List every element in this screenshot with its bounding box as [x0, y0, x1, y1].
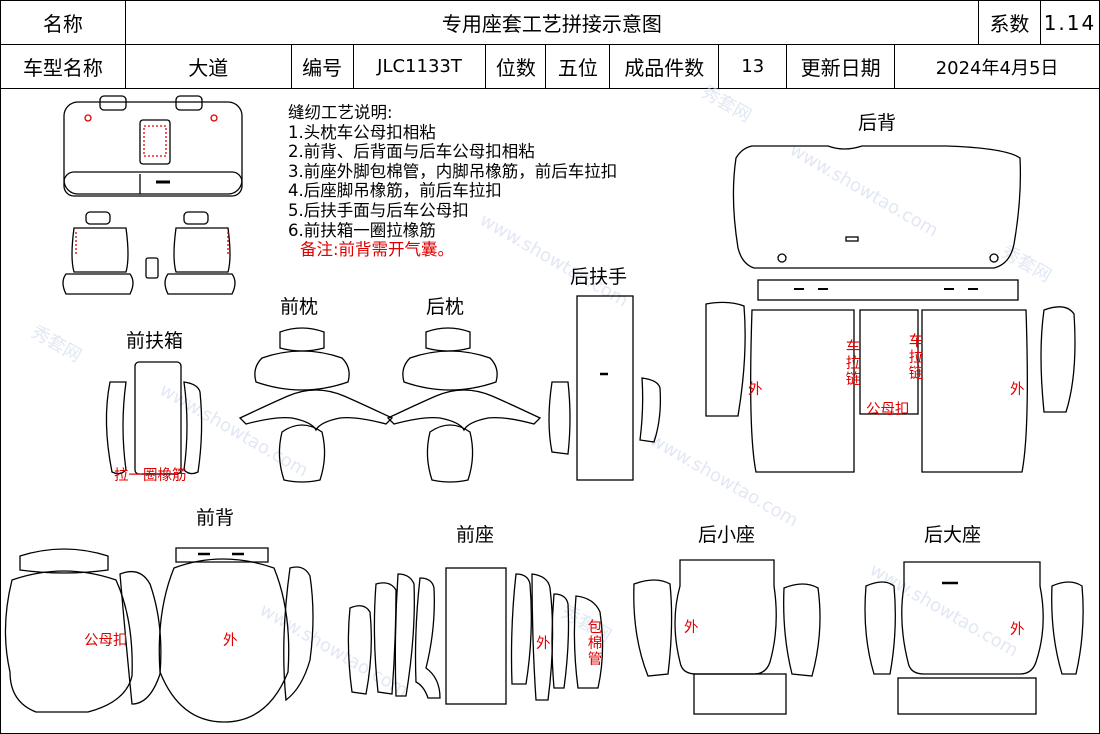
section-label-rear-back: 后背 — [858, 112, 897, 134]
date-label: 更新日期 — [786, 44, 896, 89]
section-label-rear-pillow: 后枕 — [426, 296, 465, 318]
notes-heading: 缝纫工艺说明: — [288, 103, 393, 122]
code-value: JLC1133T — [352, 44, 487, 89]
annotation-elastic-ring: 拉一圈橡筋 — [114, 468, 187, 484]
document-title: 专用座套工艺拼接示意图 — [124, 0, 979, 45]
note-item: 5.后扶手面与后车公母扣 — [288, 200, 469, 220]
front-pillow-pattern — [238, 327, 394, 483]
annotation-snap-button: 公母扣 — [84, 633, 128, 649]
seat-overview-icon — [62, 95, 243, 295]
section-label-front-box: 前扶箱 — [126, 330, 184, 352]
rear-back-pattern — [705, 145, 1076, 473]
rear-pillow-pattern — [386, 327, 542, 483]
annotation-outer: 外 — [1010, 382, 1025, 398]
pieces-label: 成品件数 — [609, 44, 720, 89]
section-label-rear-big-seat: 后大座 — [924, 524, 982, 546]
annotation-outer: 外 — [536, 636, 551, 652]
annotation-wrap-tube: 包棉管 — [587, 620, 603, 668]
section-label-rear-armrest: 后扶手 — [570, 266, 628, 288]
seats-label: 位数 — [485, 44, 547, 89]
annotation-outer: 外 — [684, 620, 699, 636]
rear-armrest-pattern — [548, 295, 662, 481]
annotation-zipper: 车拉链 — [908, 334, 924, 382]
model-label: 车型名称 — [0, 44, 126, 89]
note-item: 3.前座外脚包棉管，内脚吊橡筋，前后车拉扣 — [288, 161, 618, 181]
note-item: 4.后座脚吊橡筋，前后车拉扣 — [288, 181, 502, 201]
rear-small-seat-pattern — [633, 559, 821, 715]
coef-value: 1.14 — [1039, 0, 1100, 45]
note-item: 2.前背、后背面与后车公母扣相粘 — [288, 142, 535, 162]
section-label-front-pillow: 前枕 — [280, 296, 319, 318]
code-label: 编号 — [290, 44, 354, 89]
note-item: 6.前扶箱一圈拉橡筋 — [288, 220, 436, 240]
rear-big-seat-pattern — [864, 561, 1084, 715]
seats-value: 五位 — [545, 44, 611, 89]
annotation-zipper: 车拉链 — [845, 340, 861, 388]
front-seat-pattern — [347, 567, 604, 705]
annotation-outer: 外 — [1010, 622, 1025, 638]
section-label-front-seat: 前座 — [456, 524, 495, 546]
sewing-notes: 缝纫工艺说明: 1.头枕车公母扣相粘 2.前背、后背面与后车公母扣相粘 3.前座… — [288, 103, 617, 260]
annotation-outer: 外 — [748, 382, 763, 398]
front-box-pattern — [105, 361, 203, 475]
pieces-value: 13 — [718, 44, 788, 89]
note-item: 1.头枕车公母扣相粘 — [288, 122, 436, 142]
section-label-front-back: 前背 — [196, 507, 235, 529]
model-value: 大道 — [124, 44, 292, 89]
front-back-pattern — [4, 547, 314, 723]
annotation-outer: 外 — [223, 633, 238, 649]
header-table: 名称 专用座套工艺拼接示意图 系数 1.14 车型名称 大道 编号 JLC113… — [0, 0, 1100, 89]
annotation-snap-button: 公母扣 — [866, 402, 910, 418]
notes-remark: 备注:前背需开气囊。 — [300, 240, 455, 260]
date-value: 2024年4月5日 — [894, 44, 1100, 89]
section-label-rear-small-seat: 后小座 — [698, 524, 756, 546]
